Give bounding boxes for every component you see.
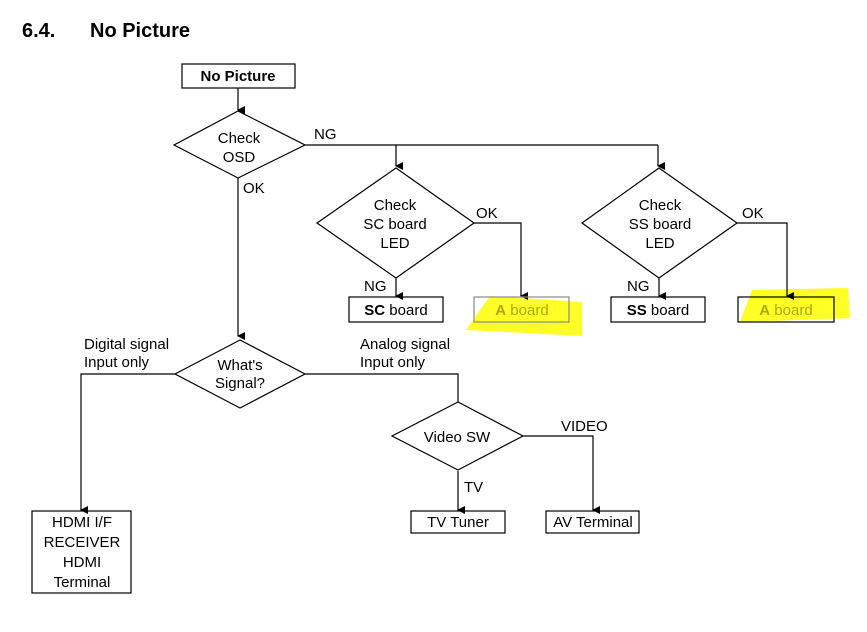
a-board-1-rest: board	[506, 302, 549, 319]
av-terminal-label: AV Terminal	[553, 514, 632, 531]
node-a-board-2	[737, 296, 835, 323]
sc-ng-label: NG	[364, 278, 387, 295]
check-ss-line3: LED	[645, 235, 674, 252]
node-video-sw	[390, 401, 525, 471]
check-ss-line2: SS board	[629, 216, 692, 233]
ss-board-bold: SS	[627, 302, 647, 319]
check-sc-line3: LED	[380, 235, 409, 252]
sc-ok-label: OK	[476, 205, 498, 222]
osd-ng-label: NG	[314, 126, 337, 143]
ss-board-label: SS board	[627, 302, 690, 319]
node-av-terminal	[545, 510, 640, 534]
whats-signal-line2: Signal?	[215, 375, 265, 392]
hdmi-line4: Terminal	[54, 574, 111, 591]
ss-ok-label: OK	[742, 205, 764, 222]
hdmi-line3: HDMI	[63, 554, 101, 571]
check-sc-line1: Check	[374, 197, 417, 214]
node-ss-board	[610, 296, 706, 323]
whats-signal-line1: What's	[217, 357, 262, 374]
start-label: No Picture	[200, 68, 275, 85]
section-title: No Picture	[90, 20, 191, 42]
tv-tuner-label: TV Tuner	[427, 514, 489, 531]
sc-board-label: SC board	[364, 302, 427, 319]
a-board-1-bold: A	[495, 302, 506, 319]
a-board-2-rest: board	[770, 302, 813, 319]
edge-analog	[305, 373, 459, 402]
check-osd-line2: OSD	[223, 149, 256, 166]
sc-board-bold: SC	[364, 302, 385, 319]
section-number: 6.4.	[22, 20, 56, 42]
a-board-1-label: A board	[495, 302, 548, 319]
node-a-board-1	[473, 296, 570, 323]
hdmi-line2: RECEIVER	[44, 534, 121, 551]
node-hdmi	[31, 510, 132, 594]
ss-ng-label: NG	[627, 278, 650, 295]
node-check-sc	[315, 167, 476, 279]
analog-label-line1: Analog signal	[360, 336, 450, 353]
edge-digital	[80, 373, 175, 514]
tv-label: TV	[464, 479, 483, 496]
a-board-2-bold: A	[759, 302, 770, 319]
digital-label-line2: Input only	[84, 354, 150, 371]
a-board-2-label: A board	[759, 302, 812, 319]
highlight-a-board-1	[466, 296, 582, 336]
check-ss-line1: Check	[639, 197, 682, 214]
edge-video	[523, 435, 600, 514]
analog-label-line2: Input only	[360, 354, 426, 371]
node-whats-signal	[173, 339, 307, 409]
sc-board-rest: board	[385, 302, 428, 319]
digital-label-line1: Digital signal	[84, 336, 169, 353]
node-tv-tuner	[410, 510, 506, 534]
check-sc-line2: SC board	[363, 216, 426, 233]
video-label: VIDEO	[561, 418, 608, 435]
edge-ss-ok	[737, 222, 794, 300]
hdmi-line1: HDMI I/F	[52, 514, 112, 531]
edge-sc-ok	[474, 222, 528, 300]
node-sc-board	[348, 296, 444, 323]
node-check-ss	[580, 167, 739, 279]
node-start	[181, 63, 296, 89]
osd-ok-label: OK	[243, 180, 265, 197]
ss-board-rest: board	[647, 302, 690, 319]
node-check-osd	[172, 110, 307, 179]
check-osd-line1: Check	[218, 130, 261, 147]
video-sw-label: Video SW	[424, 429, 491, 446]
